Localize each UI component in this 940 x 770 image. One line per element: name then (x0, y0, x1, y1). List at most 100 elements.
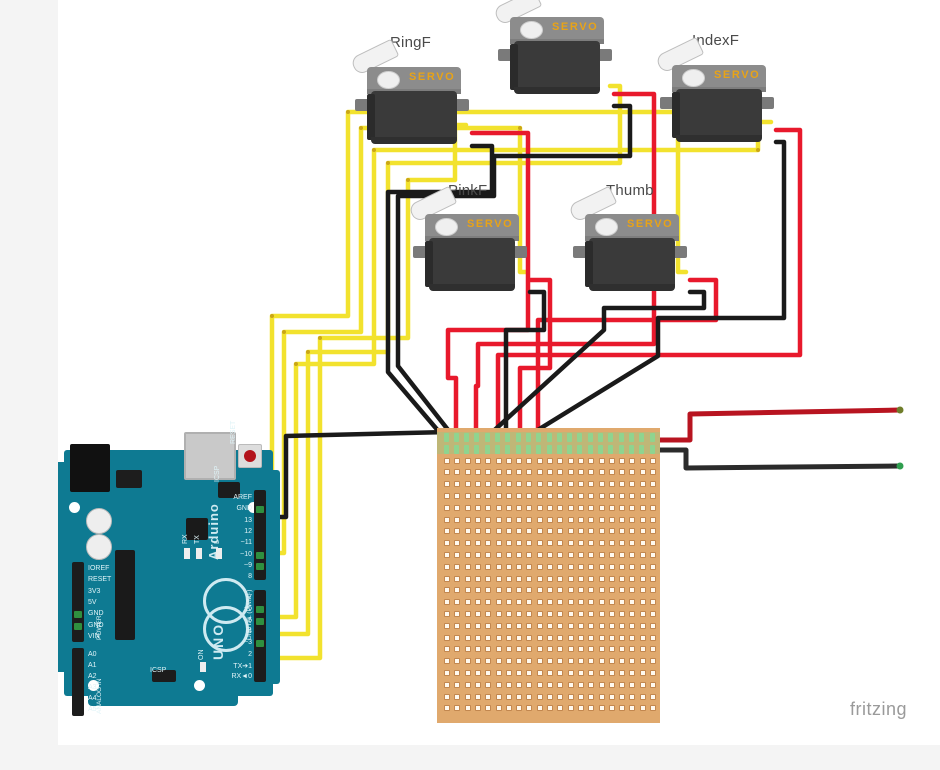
perfboard-hole (516, 658, 523, 665)
connected-pin-gnd[interactable] (74, 611, 82, 619)
perfboard-hole (598, 457, 605, 464)
perfboard-hole (495, 457, 502, 464)
perfboard-bus-pad (474, 433, 480, 442)
power-header-label: POWER (96, 615, 103, 640)
connected-pin-5[interactable] (256, 617, 264, 625)
l-led (216, 548, 222, 559)
tx-led-label: TX (194, 535, 201, 544)
perfboard-hole (650, 670, 656, 676)
perfboard-hole (536, 563, 543, 570)
pin-label-8: 8 (248, 573, 252, 581)
perfboard-hole (474, 599, 481, 606)
reset-button[interactable] (238, 444, 262, 468)
perfboard-bus-pad (598, 433, 603, 442)
perfboard-hole (577, 681, 584, 688)
servo-indexf[interactable]: SERVO (654, 36, 774, 145)
connected-pin-10[interactable] (256, 551, 264, 559)
perfboard-hole (588, 587, 595, 594)
wire-power-indexf (495, 127, 803, 435)
perfboard-hole (619, 670, 626, 676)
perfboard-hole (639, 693, 646, 700)
perfboard-hole (485, 634, 492, 641)
l-led-label: L (214, 540, 221, 544)
perfboard-hole (557, 599, 564, 606)
perfboard-hole (444, 469, 450, 476)
perfboard-bus-pad (628, 444, 634, 454)
perfboard-hole (639, 599, 646, 606)
pin-label-ioref: IOREF (88, 565, 110, 572)
mounting-hole-2 (248, 502, 259, 513)
icsp2-header[interactable] (152, 670, 176, 682)
arduino-infinity-logo-2 (203, 606, 249, 652)
perfboard-hole (629, 658, 636, 665)
perfboard-hole (567, 646, 574, 653)
perfboard-hole (639, 493, 646, 499)
connected-pin-9[interactable] (256, 562, 264, 570)
analog-header[interactable] (72, 648, 84, 716)
perfboard-hole (557, 587, 564, 594)
perfboard-hole (464, 634, 471, 641)
perfboard-hole (567, 693, 574, 700)
servo-ringf[interactable]: SERVO (349, 38, 469, 147)
perfboard-hole (485, 552, 492, 558)
perfboard-hole (485, 611, 492, 617)
perfboard-hole (444, 540, 450, 547)
perfboard-hole (505, 611, 512, 617)
perfboard-hole (608, 587, 615, 594)
perfboard-hole (619, 575, 626, 582)
perfboard-hole (577, 622, 584, 629)
servo-hub-icon (595, 218, 618, 236)
digital-header-bottom[interactable] (254, 590, 266, 682)
perfboard-hole (588, 646, 595, 653)
perfboard-hole (619, 693, 626, 700)
perfboard-hole (598, 670, 605, 676)
perfboard-hole (629, 587, 636, 594)
perfboard-hole (588, 622, 595, 629)
perfboard-hole (526, 528, 533, 535)
perfboard-hole (608, 528, 615, 535)
connected-pin-gnd[interactable] (256, 506, 264, 514)
perfboard-hole (557, 634, 564, 641)
servo-midf[interactable]: SERVO (492, 0, 612, 97)
perfboard-hole (464, 481, 471, 488)
perfboard-bus-pad (618, 433, 624, 442)
servo-thumb[interactable]: SERVO (567, 185, 687, 294)
icsp-header[interactable] (218, 482, 240, 498)
perfboard-hole (577, 552, 584, 558)
perfboard-hole (536, 504, 543, 511)
power-header[interactable] (72, 562, 84, 642)
perfboard-hole (608, 670, 615, 676)
perfboard-bus-pad (453, 444, 459, 454)
perfboard-hole (444, 646, 450, 653)
connected-pin-6[interactable] (256, 606, 264, 614)
perfboard[interactable] (437, 428, 660, 723)
servo-label-indexf: IndexF (692, 32, 740, 49)
perfboard-hole (536, 469, 543, 476)
power-jack[interactable] (70, 444, 110, 492)
perfboard-hole (619, 540, 626, 547)
perfboard-hole (547, 504, 553, 511)
perfboard-hole (650, 599, 656, 606)
voltage-regulator (116, 470, 142, 488)
connected-pin-gnd[interactable] (74, 622, 82, 630)
pin-label-3: ~3 (244, 639, 252, 647)
wire-ground-thumb (485, 289, 707, 439)
perfboard-hole (608, 693, 615, 700)
perfboard-hole (444, 552, 450, 558)
perfboard-hole (557, 504, 564, 511)
reset-label: RESET (230, 420, 237, 444)
connected-pin-3[interactable] (256, 640, 264, 648)
perfboard-hole (588, 705, 595, 712)
perfboard-hole (567, 552, 574, 558)
perfboard-hole (588, 552, 595, 558)
servo-pinkf[interactable]: SERVO (407, 185, 527, 294)
perfboard-bus-pad (577, 433, 583, 442)
perfboard-hole (619, 504, 626, 511)
usb-port[interactable] (184, 432, 236, 480)
perfboard-hole (598, 611, 605, 617)
icsp-label: ICSP (214, 465, 221, 482)
perfboard-hole (505, 552, 512, 558)
arduino-uno-board[interactable]: RESET Arduino UNO ICSP ICSP RX TX L (58, 421, 288, 716)
perfboard-hole (588, 504, 595, 511)
perfboard-hole (526, 705, 533, 712)
